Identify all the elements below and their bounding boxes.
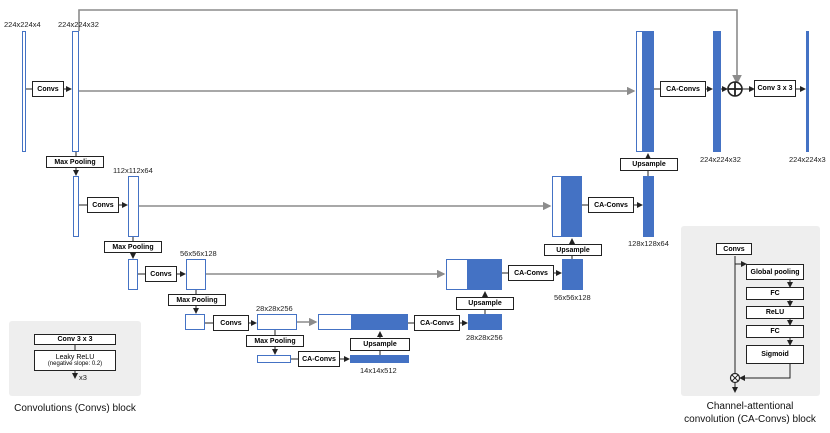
dec2-skip-map: [446, 259, 468, 290]
ca-convs-box-dec2: CA-Convs: [508, 265, 554, 281]
ca-block-fc2: FC: [746, 325, 804, 338]
ca-block-convs: Convs: [716, 243, 752, 255]
maxpool-box-4: Max Pooling: [246, 335, 304, 347]
bottleneck-pool-map: [257, 355, 291, 363]
dec3-up-map: [352, 314, 408, 330]
convs-box-2: Convs: [87, 197, 119, 213]
convs-box-4: Convs: [213, 315, 249, 331]
bottleneck-map: [350, 355, 409, 363]
ca-convs-box-dec1: CA-Convs: [588, 197, 634, 213]
enc1-map: [72, 31, 79, 152]
dec1-out-map: [643, 176, 654, 237]
convs-block-act: Leaky ReLU (negative slope: 0.2): [34, 350, 116, 371]
enc3-pool-map: [128, 259, 138, 290]
upsample-box-2: Upsample: [456, 297, 514, 310]
upsample-box-4: Upsample: [620, 158, 678, 171]
ca-block-sigmoid: Sigmoid: [746, 345, 804, 364]
size-dec1: 128x128x64: [628, 239, 669, 248]
ca-block-caption-1: Channel-attentional: [706, 401, 794, 412]
convs-box-1: Convs: [32, 81, 64, 97]
size-dec2: 56x56x128: [554, 293, 591, 302]
skip-top-arrow: [78, 9, 742, 85]
maxpool-box-1: Max Pooling: [46, 156, 104, 168]
output-map: [806, 31, 809, 152]
enc4-map: [257, 314, 297, 330]
enc2-map: [128, 176, 139, 237]
ca-block-caption-2: convolution (CA-Convs) block: [684, 414, 816, 425]
leaky-relu-label: Leaky ReLU: [55, 354, 95, 361]
dec0-out-map: [713, 31, 721, 152]
convs-block-repeat: x3: [79, 373, 87, 382]
size-enc1: 224x224x32: [58, 20, 99, 29]
ca-convs-box-dec3: CA-Convs: [414, 315, 460, 331]
dec1-up-map: [562, 176, 582, 237]
size-input: 224x224x4: [4, 20, 41, 29]
conv3x3-box: Conv 3 x 3: [754, 80, 796, 97]
upsample-box-3: Upsample: [544, 244, 602, 256]
size-bottleneck: 14x14x512: [360, 366, 397, 375]
dec2-out-map: [562, 259, 583, 290]
ca-convs-box-dec0: CA-Convs: [660, 81, 706, 97]
size-dec0: 224x224x32: [700, 155, 741, 164]
dec1-skip-map: [552, 176, 562, 237]
enc2-pool-map: [73, 176, 79, 237]
maxpool-box-3: Max Pooling: [168, 294, 226, 306]
size-output: 224x224x3: [789, 155, 826, 164]
ca-convs-box-bottleneck: CA-Convs: [298, 351, 340, 367]
size-enc2: 112x112x64: [113, 166, 153, 175]
ca-block-relu: ReLU: [746, 306, 804, 319]
ca-block-fc1: FC: [746, 287, 804, 300]
input-map: [22, 31, 26, 152]
upsample-box-1: Upsample: [350, 338, 410, 351]
convs-block-caption: Convolutions (Convs) block: [14, 403, 136, 414]
leaky-relu-note: (negative slope: 0.2): [47, 361, 103, 367]
size-enc3: 56x56x128: [180, 249, 217, 258]
ca-block-global-pooling: Global pooling: [746, 264, 804, 280]
maxpool-box-2: Max Pooling: [104, 241, 162, 253]
convs-block-conv: Conv 3 x 3: [34, 334, 116, 345]
size-dec3: 28x28x256: [466, 333, 503, 342]
enc3-map: [186, 259, 206, 290]
dec0-up-map: [643, 31, 654, 152]
enc4-pool-map: [185, 314, 205, 330]
dec0-skip-map: [636, 31, 643, 152]
dec3-out-map: [468, 314, 502, 330]
convs-box-3: Convs: [145, 266, 177, 282]
size-enc4: 28x28x256: [256, 304, 293, 313]
dec2-up-map: [468, 259, 502, 290]
dec3-skip-map: [318, 314, 352, 330]
